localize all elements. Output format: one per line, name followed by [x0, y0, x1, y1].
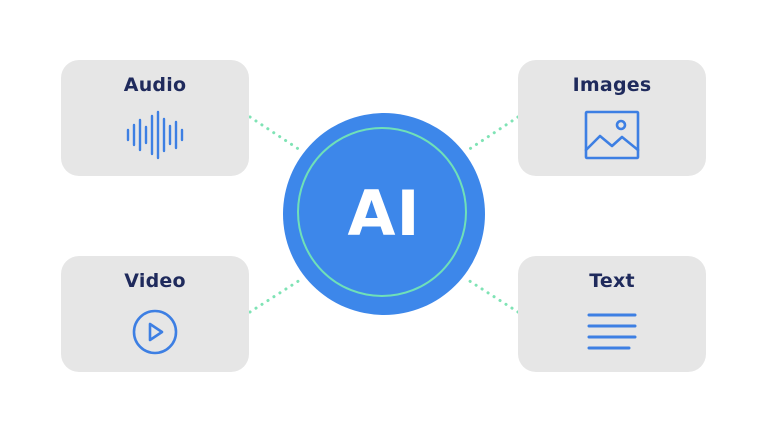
- connector-audio: [248, 115, 302, 152]
- images-card-title: Images: [572, 74, 652, 96]
- video-card-title: Video: [124, 270, 186, 292]
- ai-hub-label: AI: [347, 177, 421, 250]
- audio-card-title: Audio: [123, 74, 187, 96]
- ai-hub-circle: AI: [283, 113, 485, 315]
- image-icon: [582, 110, 642, 160]
- video-card: Video: [61, 256, 249, 372]
- connector-images: [466, 115, 520, 152]
- text-card-title: Text: [589, 270, 635, 292]
- images-card: Images: [518, 60, 706, 176]
- ai-hub-ring: [297, 127, 467, 297]
- connector-text: [466, 278, 520, 314]
- text-card: Text: [518, 256, 706, 372]
- text-lines-icon: [582, 306, 642, 356]
- audio-card: Audio: [61, 60, 249, 176]
- play-circle-icon: [125, 306, 185, 356]
- connector-video: [248, 278, 302, 314]
- audio-waveform-icon: [125, 110, 185, 160]
